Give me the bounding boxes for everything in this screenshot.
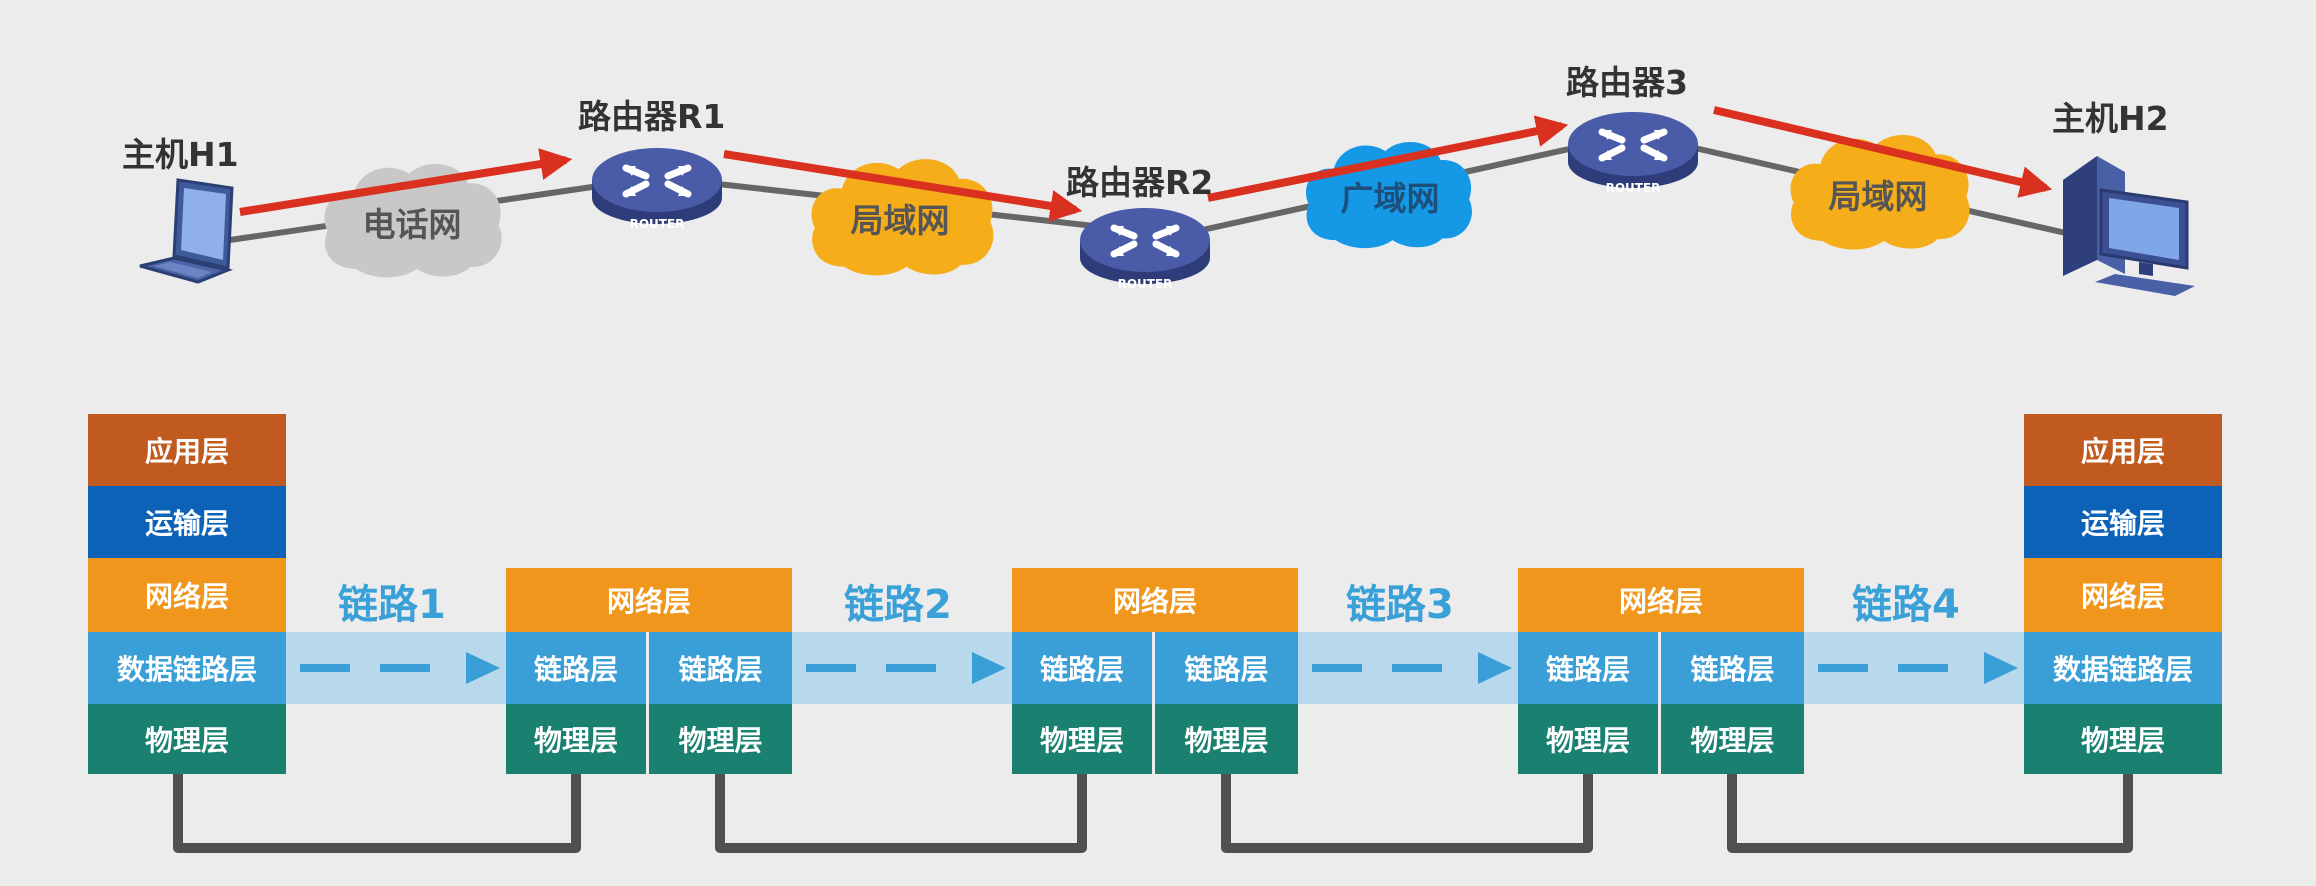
link-1-label: 链路1 bbox=[338, 582, 446, 628]
r1-link-layer-right: 链路层 bbox=[649, 632, 792, 704]
physical-links bbox=[173, 774, 2133, 853]
router3-label: 路由器3 bbox=[1566, 63, 1688, 102]
r1-network-layer: 网络层 bbox=[506, 568, 792, 632]
link-3-label: 链路3 bbox=[1346, 582, 1454, 628]
router2-label: 路由器R2 bbox=[1066, 163, 1214, 202]
h1-physical-layer: 物理层 bbox=[88, 704, 286, 774]
r3-link-layer-left: 链路层 bbox=[1518, 632, 1661, 704]
h2-transport-layer: 运输层 bbox=[2024, 486, 2222, 558]
svg-text:ROUTER: ROUTER bbox=[1118, 277, 1173, 291]
link-4-label: 链路4 bbox=[1852, 582, 1960, 628]
router1-label: 路由器R1 bbox=[578, 97, 726, 136]
r2-network-layer: 网络层 bbox=[1012, 568, 1298, 632]
cloud-wan-label: 广域网 bbox=[1340, 179, 1440, 218]
r2-link-layer-right: 链路层 bbox=[1155, 632, 1298, 704]
cloud-lan2-label: 局域网 bbox=[1828, 177, 1928, 216]
r3-physical-layer-right: 物理层 bbox=[1661, 704, 1804, 774]
cloud-phone-label: 电话网 bbox=[362, 205, 462, 244]
cloud-lan1-label: 局域网 bbox=[850, 201, 950, 240]
router-icon: ROUTER ROUTER ROUTER bbox=[592, 112, 1698, 291]
r1-link-layer-left: 链路层 bbox=[506, 632, 649, 704]
svg-text:ROUTER: ROUTER bbox=[630, 217, 685, 231]
r3-link-layer-right: 链路层 bbox=[1661, 632, 1804, 704]
h2-datalink-layer: 数据链路层 bbox=[2024, 632, 2222, 704]
arrow-icon bbox=[239, 106, 2053, 222]
laptop-icon bbox=[139, 178, 234, 284]
h2-application-layer: 应用层 bbox=[2024, 414, 2222, 486]
h2-physical-layer: 物理层 bbox=[2024, 704, 2222, 774]
link-arrowheads bbox=[466, 652, 2018, 684]
r3-physical-layer-left: 物理层 bbox=[1518, 704, 1661, 774]
h1-network-layer: 网络层 bbox=[88, 558, 286, 632]
h1-datalink-layer: 数据链路层 bbox=[88, 632, 286, 704]
r1-physical-layer-left: 物理层 bbox=[506, 704, 649, 774]
r3-network-layer: 网络层 bbox=[1518, 568, 1804, 632]
host1-label: 主机H1 bbox=[122, 135, 239, 174]
r2-physical-layer-right: 物理层 bbox=[1155, 704, 1298, 774]
r2-physical-layer-left: 物理层 bbox=[1012, 704, 1155, 774]
h2-network-layer: 网络层 bbox=[2024, 558, 2222, 632]
svg-text:ROUTER: ROUTER bbox=[1606, 181, 1661, 195]
h1-application-layer: 应用层 bbox=[88, 414, 286, 486]
desktop-computer-icon bbox=[2063, 156, 2195, 296]
host2-label: 主机H2 bbox=[2052, 99, 2169, 138]
r1-physical-layer-right: 物理层 bbox=[649, 704, 792, 774]
r2-link-layer-left: 链路层 bbox=[1012, 632, 1155, 704]
link-2-label: 链路2 bbox=[844, 582, 952, 628]
h1-transport-layer: 运输层 bbox=[88, 486, 286, 558]
